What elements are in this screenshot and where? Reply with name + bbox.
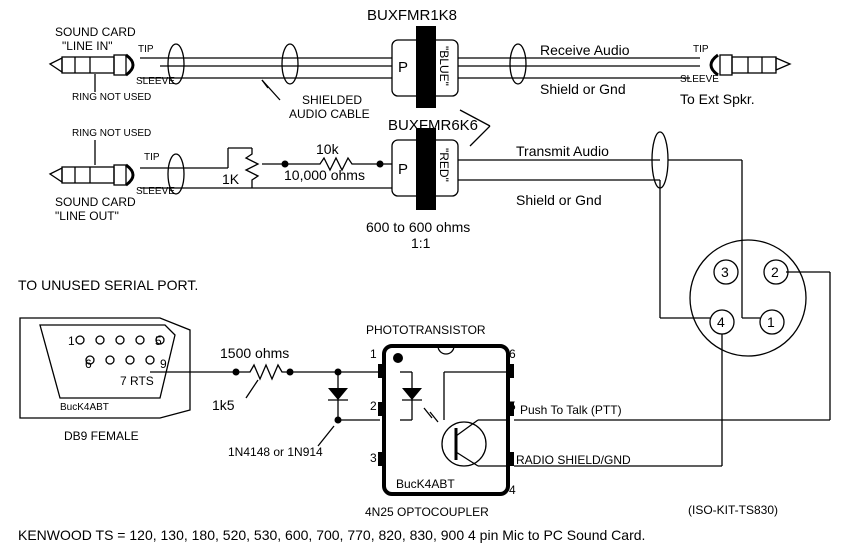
- ext-spkr-sleeve-label: SLEEVE: [680, 74, 719, 85]
- r10k-label: 10k: [316, 141, 340, 157]
- footer-label: KENWOOD TS = 120, 130, 180, 520, 530, 60…: [18, 527, 645, 543]
- opto-buck-label: BucK4ABT: [396, 477, 455, 491]
- ratio-ohms-label: 600 to 600 ohms: [366, 219, 470, 235]
- line-out-sound-card-label: SOUND CARD: [55, 195, 136, 209]
- r1500-label: 1500 ohms: [220, 345, 289, 361]
- db9-pin-9: 9: [160, 357, 167, 371]
- r10k-ohms-label: 10,000 ohms: [284, 167, 365, 183]
- mic-pin-3: 3: [721, 264, 729, 280]
- shielded-cable-top: [140, 43, 392, 85]
- db9-pin-6: 6: [85, 357, 92, 371]
- transformer-2-primary: P: [398, 161, 408, 178]
- shielded-label: SHIELDED: [302, 93, 362, 107]
- transformer-1-color: "BLUE": [437, 46, 451, 86]
- serial-port-label: TO UNUSED SERIAL PORT.: [18, 277, 198, 293]
- line-out-ring-label: RING NOT USED: [72, 128, 151, 139]
- diode-label: 1N4148 or 1N914: [228, 445, 323, 459]
- line-out-sleeve-label: SLEEVE: [136, 186, 175, 197]
- opto-pin-5: 5: [509, 399, 516, 413]
- opto-pin-1: 1: [370, 347, 377, 361]
- transformer-2-label: BUXFMR6K6: [388, 117, 478, 134]
- db9-label: DB9 FEMALE: [64, 429, 139, 443]
- r1k-label: 1K: [222, 171, 240, 187]
- opto-pin-3: 3: [370, 451, 377, 465]
- ext-spkr-label: To Ext Spkr.: [680, 91, 755, 107]
- db9-pin-1: 1: [68, 334, 75, 348]
- transformer-1: P "BLUE": [391, 26, 459, 108]
- phototransistor-label: PHOTOTRANSISTOR: [366, 323, 486, 337]
- receive-audio-label: Receive Audio: [540, 42, 630, 58]
- radio-gnd-label: RADIO SHIELD/GND: [516, 453, 631, 467]
- transformer-2-color: "RED": [437, 148, 451, 182]
- opto-pin-4: 4: [509, 483, 516, 497]
- transformer-2: P "RED": [391, 128, 459, 210]
- top-shield-label: Shield or Gnd: [540, 81, 626, 97]
- db9-pin-5: 5: [155, 334, 162, 348]
- line-in-label: "LINE IN": [62, 39, 113, 53]
- kit-label: (ISO-KIT-TS830): [688, 503, 778, 517]
- line-in-tip-label: TIP: [138, 44, 154, 55]
- db9-buck-label: BucK4ABT: [60, 402, 109, 413]
- diode-1n4148: [328, 368, 348, 424]
- opto-pin-2: 2: [370, 399, 377, 413]
- mic-connector: 3 2 4 1: [689, 239, 807, 357]
- transformer-1-label: BUXFMR1K8: [367, 7, 457, 24]
- transformer-1-primary: P: [398, 59, 408, 76]
- line-in-sound-card-label: SOUND CARD: [55, 25, 136, 39]
- mic-pin-1: 1: [767, 314, 775, 330]
- db9-rts-label: 7 RTS: [120, 374, 154, 388]
- line-out-plug: [48, 163, 135, 187]
- audio-cable-label: AUDIO CABLE: [289, 107, 370, 121]
- line-in-sleeve-label: SLEEVE: [136, 76, 175, 87]
- line-in-ring-label: RING NOT USED: [72, 92, 151, 103]
- optocoupler-4n25: BucK4ABT: [378, 344, 514, 496]
- ext-spkr-plug: [709, 53, 792, 77]
- line-out-label: "LINE OUT": [55, 209, 119, 223]
- r1k5-label: 1k5: [212, 397, 235, 413]
- opto-pin-6: 6: [509, 347, 516, 361]
- ptt-label: Push To Talk (PTT): [520, 403, 622, 417]
- mic-pin-2: 2: [771, 264, 779, 280]
- transmit-audio-label: Transmit Audio: [516, 143, 609, 159]
- mic-pin-4: 4: [717, 314, 725, 330]
- ratio-label: 1:1: [411, 235, 431, 251]
- line-out-tip-label: TIP: [144, 152, 160, 163]
- mid-shield-label: Shield or Gnd: [516, 192, 602, 208]
- ext-spkr-tip-label: TIP: [693, 44, 709, 55]
- optocoupler-label: 4N25 OPTOCOUPLER: [365, 505, 489, 519]
- db9-connector: 1 5 6 9 7 RTS BucK4ABT: [19, 317, 191, 419]
- line-in-plug: [48, 53, 135, 77]
